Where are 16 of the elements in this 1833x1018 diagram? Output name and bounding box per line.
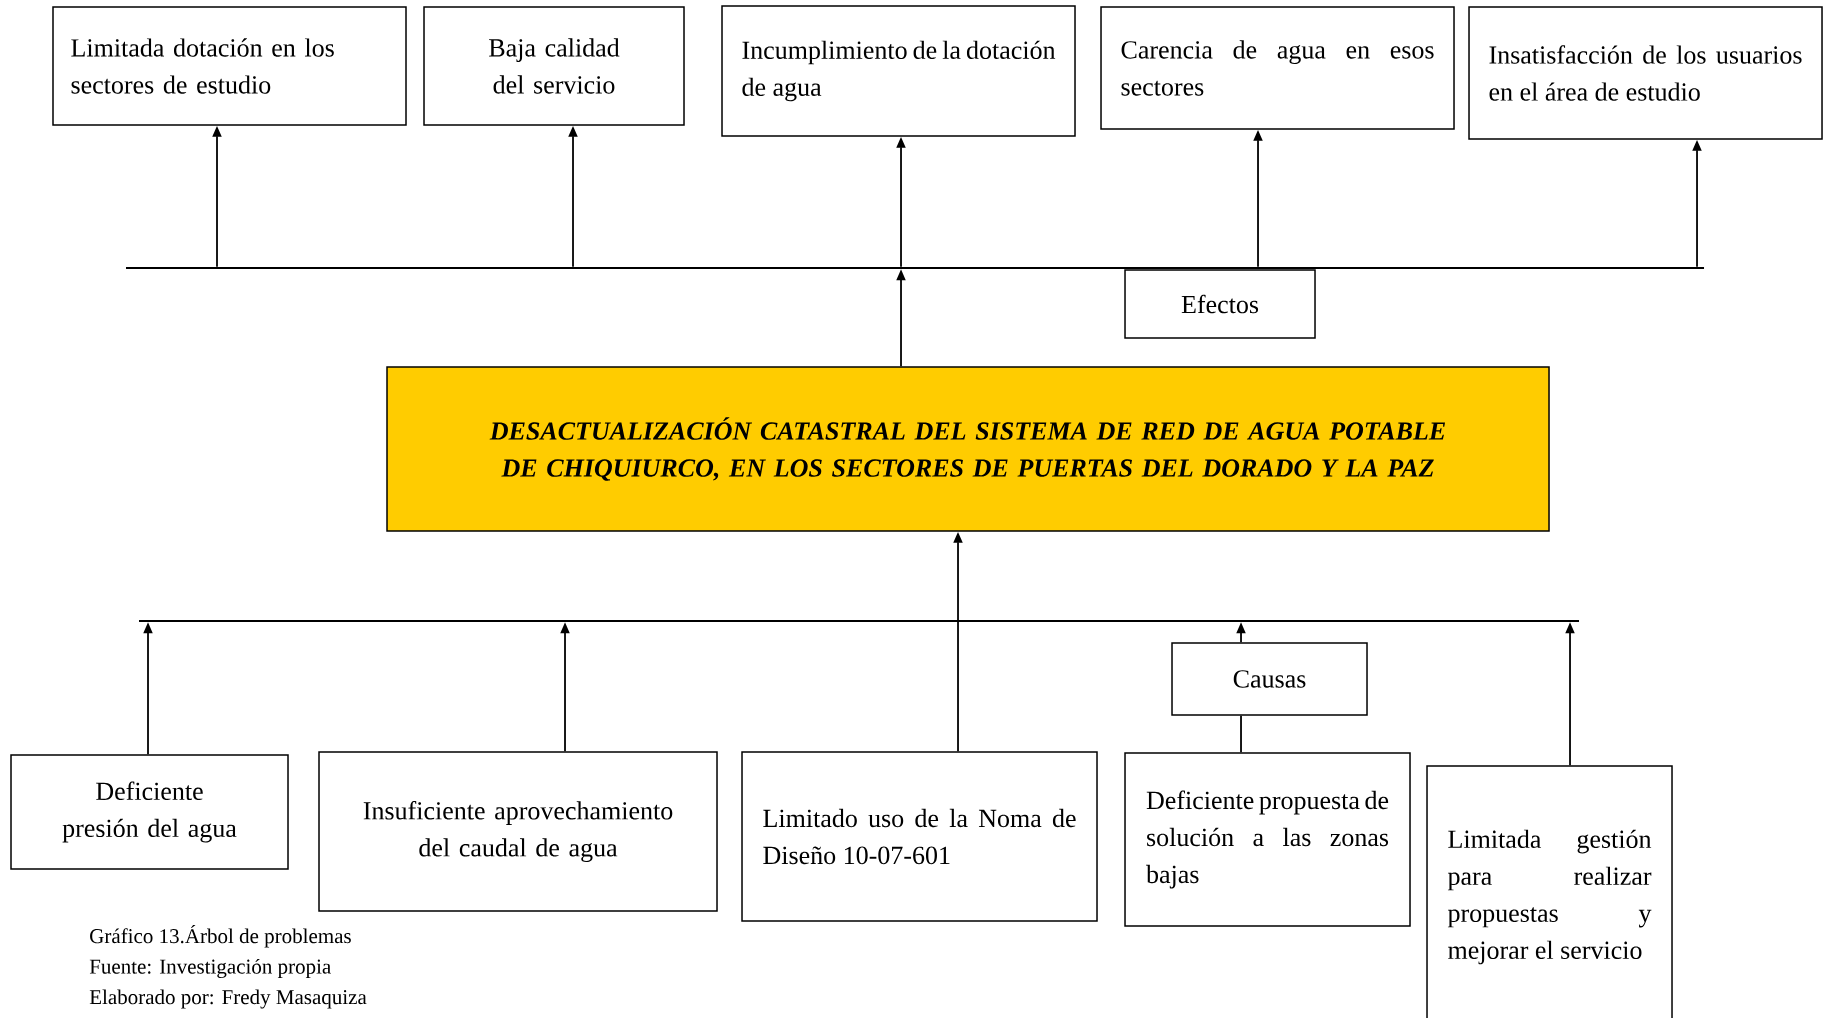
- problem-box: DESACTUALIZACIÓN CATASTRAL DEL SISTEMA DE RED DE AGUA POTABLE DE CHIQUIURCO, EN LOS SECTORES DE PUERTAS DEL DORADO Y LA PAZ: [386, 366, 1550, 532]
- effect-box: Insatisfacción de los usuarios en el área de estudio: [1468, 6, 1823, 140]
- label-box: Causas: [1171, 642, 1368, 716]
- caption-text: Fuente: Investigación propia: [89, 958, 331, 979]
- effect-box: Limitada dotación en los sectores de estudio: [52, 6, 407, 126]
- caption-text: Elaborado por: Fredy Masaquiza: [89, 989, 367, 1009]
- effect-box: Carencia de agua en esos sectores: [1100, 6, 1455, 130]
- label-box: Efectos: [1124, 269, 1316, 339]
- caption-text: Gráfico 13.Árbol de problemas: [90, 925, 351, 948]
- cause-box: Limitado uso de la Noma de Diseño 10-07-601: [741, 751, 1098, 922]
- cause-box: Limitada gestión para realizar propuestas y mejorar el servicio: [1426, 765, 1673, 1018]
- cause-box: Deficiente presión del agua: [10, 754, 289, 870]
- effect-box: Baja calidad del servicio: [423, 6, 685, 126]
- cause-box: Deficiente propuesta de solución a las zonas bajas: [1124, 752, 1411, 927]
- effect-box: Incumplimiento de la dotación de agua: [721, 5, 1076, 137]
- cause-box: Insuficiente aprovechamiento del caudal de agua: [318, 751, 718, 912]
